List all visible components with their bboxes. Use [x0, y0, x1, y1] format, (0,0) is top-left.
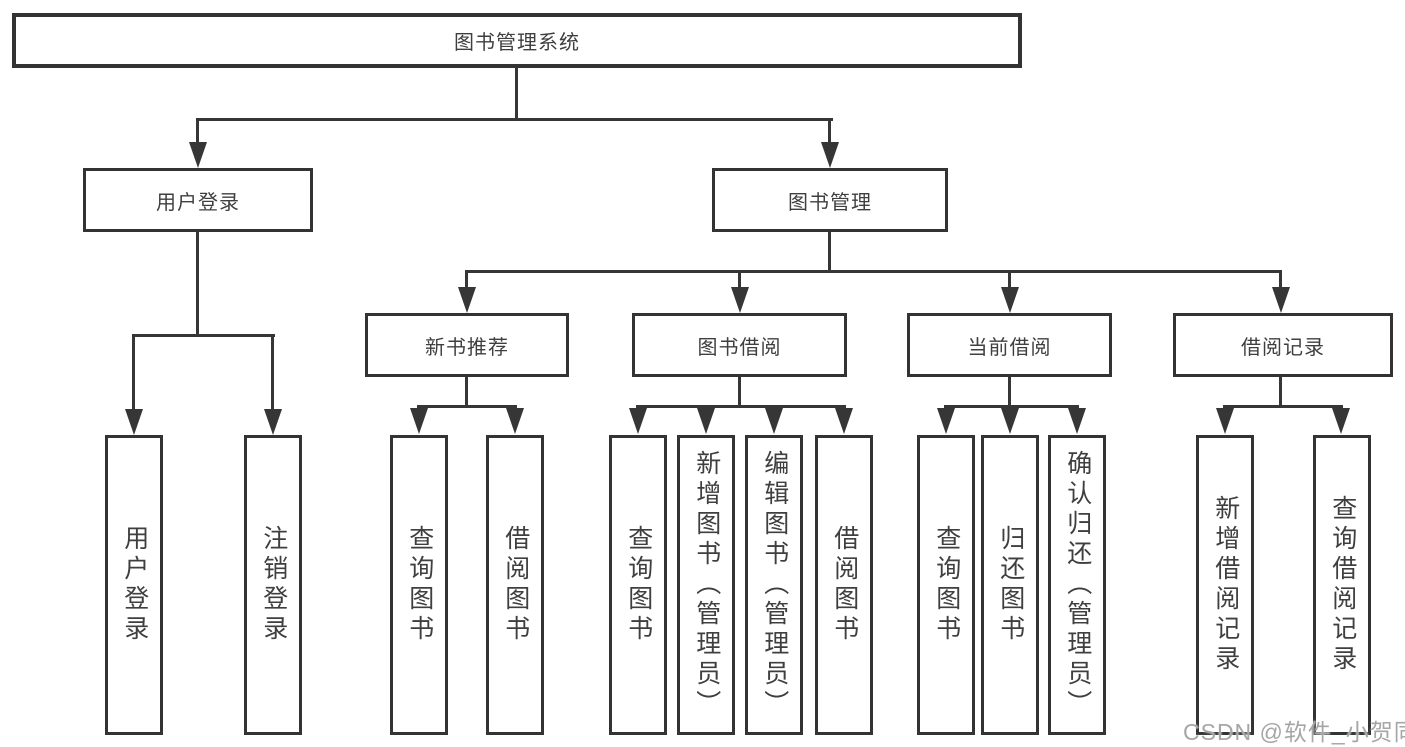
connector-borrow-stem [738, 377, 741, 408]
leaf-label: 新增图书（管理员） [692, 450, 721, 720]
node-book-mgmt-label: 图书管理 [788, 191, 872, 214]
connector-drop [465, 270, 468, 290]
connector-drop [1008, 270, 1011, 290]
connector-root-bus [196, 118, 833, 121]
arrow-down-icon [410, 408, 428, 434]
node-book-borrow: 图书借阅 [632, 313, 847, 377]
arrow-down-icon [821, 142, 839, 168]
leaf-label: 查询图书 [624, 525, 653, 645]
leaf-logout: 注销登录 [244, 435, 302, 735]
connector-borrow-bus [636, 405, 846, 408]
arrow-down-icon [835, 408, 853, 434]
leaf-add-books-admin: 新增图书（管理员） [677, 435, 735, 735]
arrow-down-icon [1272, 287, 1290, 313]
arrow-down-icon [765, 408, 783, 434]
leaf-edit-books-admin: 编辑图书（管理员） [745, 435, 803, 735]
connector-current-bus [944, 405, 1079, 408]
arrow-down-icon [1001, 408, 1019, 434]
arrow-down-icon [506, 408, 524, 434]
arrow-down-icon [264, 409, 282, 435]
connector-user-login-bus [132, 334, 275, 337]
connector-drop [738, 270, 741, 290]
leaf-query-books-3: 查询图书 [917, 435, 975, 735]
node-book-mgmt: 图书管理 [712, 168, 948, 232]
leaf-borrow-books-2: 借阅图书 [815, 435, 873, 735]
leaf-label: 编辑图书（管理员） [760, 450, 789, 720]
leaf-label: 查询图书 [405, 525, 434, 645]
connector-root-stem [515, 66, 518, 120]
leaf-label: 查询图书 [932, 525, 961, 645]
leaf-query-books-1: 查询图书 [390, 435, 448, 735]
connector-records-stem [1279, 377, 1282, 408]
leaf-label: 新增借阅记录 [1211, 495, 1240, 675]
arrow-down-icon [629, 408, 647, 434]
node-new-book-recommend-label: 新书推荐 [425, 336, 509, 359]
connector-new-book-bus [417, 405, 517, 408]
arrow-down-icon [937, 408, 955, 434]
leaf-label: 查询借阅记录 [1328, 495, 1357, 675]
node-new-book-recommend: 新书推荐 [365, 313, 569, 377]
leaf-return-books: 归还图书 [981, 435, 1039, 735]
leaf-borrow-books-1: 借阅图书 [486, 435, 544, 735]
connector-drop [271, 334, 274, 414]
arrow-down-icon [697, 408, 715, 434]
connector-new-book-stem [465, 377, 468, 408]
connector-records-bus [1223, 405, 1343, 408]
arrow-down-icon [1068, 408, 1086, 434]
connector-user-login-stem [196, 232, 199, 337]
connector-current-stem [1008, 377, 1011, 408]
leaf-label: 借阅图书 [501, 525, 530, 645]
leaf-label: 归还图书 [996, 525, 1025, 645]
node-borrow-records: 借阅记录 [1173, 313, 1393, 377]
leaf-label: 借阅图书 [830, 525, 859, 645]
arrow-down-icon [458, 287, 476, 313]
arrow-down-icon [1001, 287, 1019, 313]
leaf-user-login: 用户登录 [105, 435, 163, 735]
connector-drop [1279, 270, 1282, 290]
node-book-borrow-label: 图书借阅 [697, 336, 782, 359]
leaf-label: 注销登录 [259, 525, 288, 645]
leaf-query-books-2: 查询图书 [609, 435, 667, 735]
node-borrow-records-label: 借阅记录 [1241, 336, 1325, 359]
connector-drop-user-login [196, 118, 199, 148]
connector-book-mgmt-bus [465, 270, 1282, 273]
arrow-down-icon [125, 409, 143, 435]
node-user-login: 用户登录 [83, 168, 313, 232]
leaf-label: 确认归还（管理员） [1063, 450, 1092, 720]
arrow-down-icon [731, 287, 749, 313]
node-user-login-label: 用户登录 [156, 191, 240, 214]
node-root: 图书管理系统 [12, 13, 1022, 68]
connector-book-mgmt-stem [828, 232, 831, 273]
leaf-add-borrow-record: 新增借阅记录 [1196, 435, 1254, 735]
arrow-down-icon [1332, 408, 1350, 434]
leaf-label: 用户登录 [120, 525, 149, 645]
leaf-query-borrow-record: 查询借阅记录 [1313, 435, 1371, 735]
csdn-watermark: CSDN @软件_小贺同学 [1183, 719, 1405, 745]
connector-drop [132, 334, 135, 414]
node-current-borrow: 当前借阅 [907, 313, 1112, 377]
connector-drop-book-mgmt [828, 118, 831, 148]
node-current-borrow-label: 当前借阅 [967, 336, 1052, 359]
leaf-confirm-return-admin: 确认归还（管理员） [1048, 435, 1106, 735]
arrow-down-icon [1216, 408, 1234, 434]
node-root-label: 图书管理系统 [454, 32, 580, 54]
arrow-down-icon [189, 142, 207, 168]
